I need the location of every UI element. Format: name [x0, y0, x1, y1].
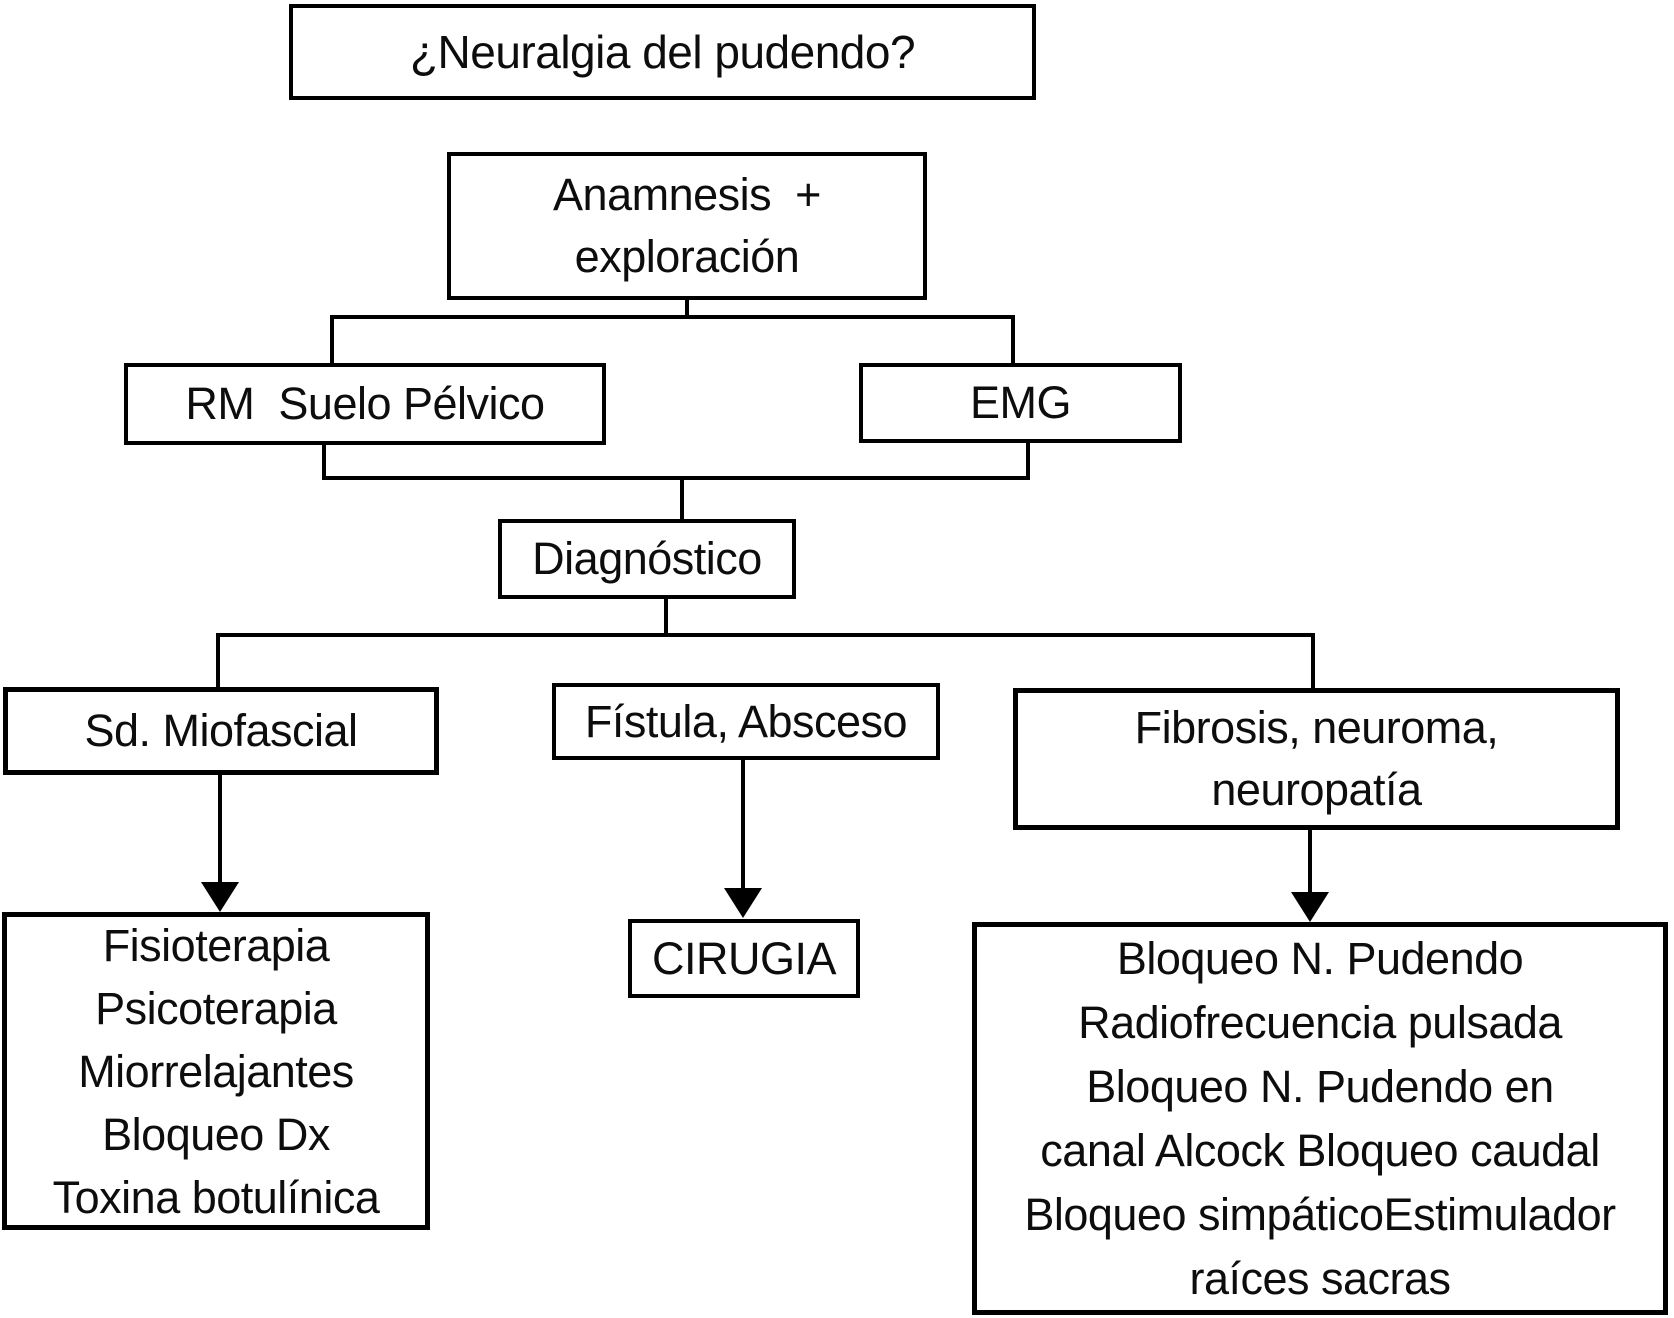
- connector-rm-down: [322, 445, 326, 477]
- node-emg: EMG: [859, 363, 1182, 443]
- arrow-fibrosis-line: [1308, 830, 1312, 893]
- connector-emg-down: [1026, 443, 1030, 477]
- node-title: ¿Neuralgia del pudendo?: [289, 4, 1036, 100]
- node-anamnesis-label: Anamnesis + exploración: [553, 169, 821, 282]
- node-tratamiento-fibrosis: Bloqueo N. Pudendo Radiofrecuencia pulsa…: [972, 922, 1668, 1315]
- connector-anamnesis-down: [685, 300, 689, 316]
- node-anamnesis: Anamnesis + exploración: [447, 152, 927, 300]
- node-fibrosis-neuroma-label: Fibrosis, neuroma, neuropatía: [1134, 702, 1499, 815]
- node-tratamiento-miofascial: Fisioterapia Psicoterapia Miorrelajantes…: [2, 912, 430, 1230]
- down-arrow-icon: [1291, 892, 1329, 922]
- connector-to-miofascial: [216, 633, 220, 687]
- node-tratamiento-miofascial-label: Fisioterapia Psicoterapia Miorrelajantes…: [52, 919, 380, 1223]
- down-arrow-icon: [201, 882, 239, 912]
- node-diagnostico-label: Diagnóstico: [532, 533, 762, 584]
- node-diagnostico: Diagnóstico: [498, 519, 796, 599]
- node-fistula-absceso: Fístula, Absceso: [552, 683, 940, 760]
- node-tratamiento-fibrosis-label: Bloqueo N. Pudendo Radiofrecuencia pulsa…: [1024, 932, 1616, 1304]
- node-cirugia: CIRUGIA: [628, 919, 860, 998]
- node-rm-suelo-pelvico: RM Suelo Pélvico: [124, 363, 606, 445]
- node-fibrosis-neuroma: Fibrosis, neuroma, neuropatía: [1013, 688, 1620, 830]
- node-sd-miofascial-label: Sd. Miofascial: [84, 705, 358, 756]
- arrow-fistula-line: [741, 760, 745, 889]
- node-sd-miofascial: Sd. Miofascial: [3, 687, 439, 775]
- connector-branch-top: [330, 315, 1015, 319]
- down-arrow-icon: [724, 888, 762, 918]
- connector-branch-bottom: [216, 633, 1315, 637]
- node-emg-label: EMG: [969, 377, 1072, 428]
- node-cirugia-label: CIRUGIA: [651, 932, 837, 984]
- node-rm-label: RM Suelo Pélvico: [185, 378, 545, 429]
- connector-to-diagnostico: [680, 476, 684, 519]
- connector-to-emg: [1011, 315, 1015, 363]
- connector-to-rm: [330, 315, 334, 363]
- arrow-miofascial-line: [218, 775, 222, 883]
- connector-converge: [322, 476, 1030, 480]
- connector-diagnostico-down: [664, 599, 668, 633]
- node-title-label: ¿Neuralgia del pudendo?: [409, 26, 916, 78]
- node-fistula-absceso-label: Fístula, Absceso: [584, 695, 908, 747]
- connector-to-fibrosis: [1311, 633, 1315, 688]
